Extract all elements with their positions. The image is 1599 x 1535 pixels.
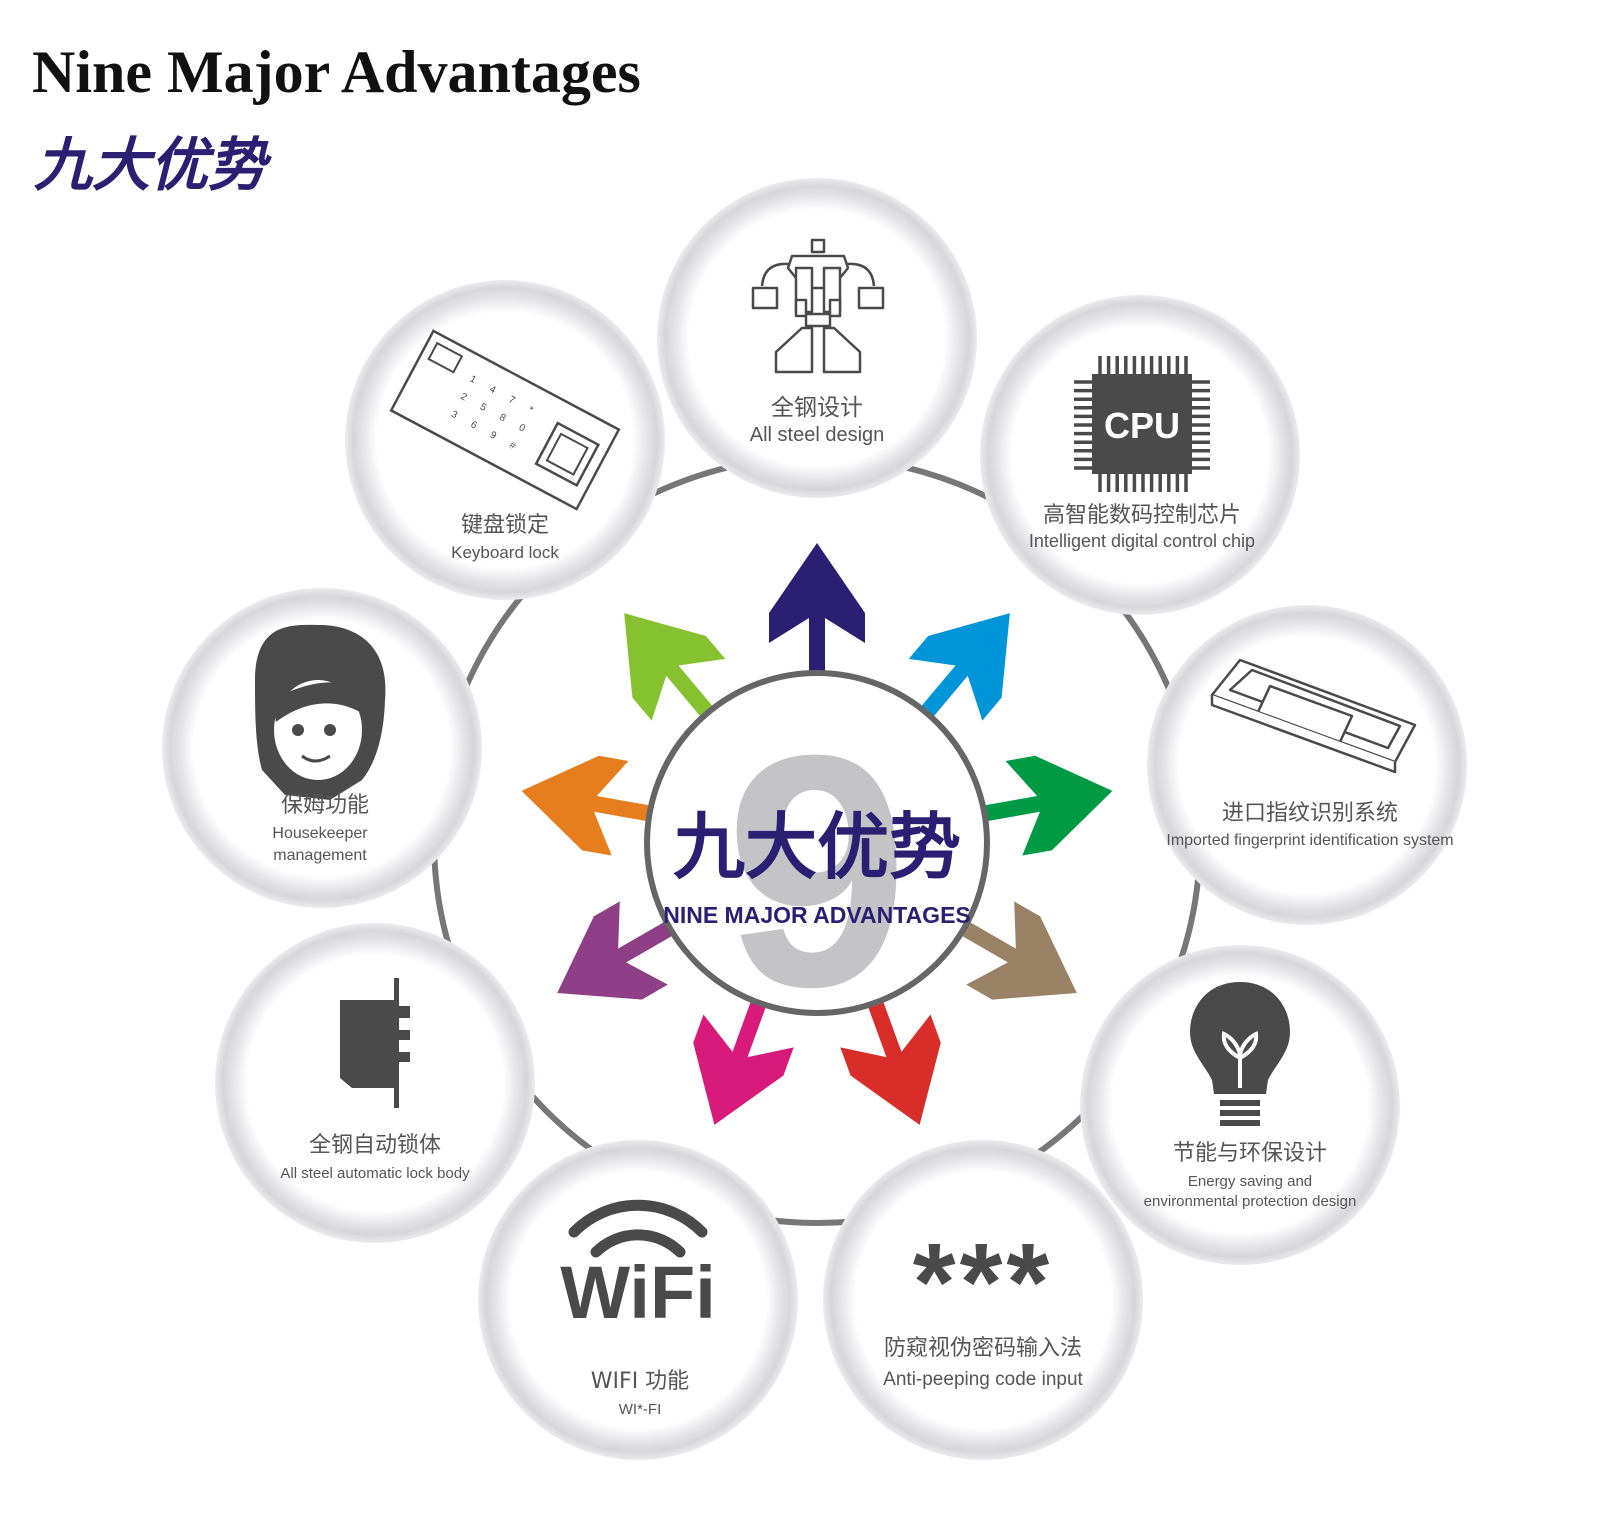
- advantage-en-label-line1: Energy saving and: [1188, 1173, 1312, 1190]
- keypad-key: 7: [507, 394, 517, 407]
- advantage-en-label-line2: management: [273, 847, 367, 864]
- advantage-en-label: All steel design: [750, 424, 885, 446]
- center-hub: 9 九大优势 NINE MAJOR ADVANTAGES: [644, 670, 990, 1055]
- arrow-right: [953, 755, 1113, 856]
- keypad-key: 9: [488, 430, 498, 443]
- advantage-cn-label: 节能与环保设计: [1173, 1141, 1327, 1166]
- arrows-group: [521, 543, 1113, 1125]
- keypad-key: #: [507, 440, 517, 453]
- housekeeper-face-icon: [255, 624, 386, 800]
- lock-body-icon: [340, 978, 410, 1108]
- asterisks-icon: ***: [913, 1221, 1053, 1344]
- arrow-up-left: [624, 613, 734, 741]
- wifi-logo-text: WiFi: [560, 1251, 716, 1334]
- advantage-housekeeper: 保姆功能 Housekeeper management: [162, 588, 482, 908]
- arrow-down-right: [934, 901, 1077, 1000]
- advantage-en-label: Imported fingerprint identification syst…: [1166, 832, 1453, 849]
- keypad-key: 5: [478, 402, 488, 415]
- advantage-en-label: Keyboard lock: [451, 543, 559, 562]
- keypad-key: 2: [459, 391, 469, 404]
- keypad-key: 8: [497, 412, 507, 425]
- cpu-chip-icon: CPU: [1074, 356, 1210, 492]
- robot-icon: [751, 238, 885, 374]
- center-title-chinese: 九大优势: [673, 805, 961, 889]
- advantage-en-label-line1: Housekeeper: [272, 825, 368, 842]
- advantage-all-steel-design: 全钢设计 All steel design: [657, 178, 977, 498]
- wifi-icon: WiFi: [560, 1199, 716, 1334]
- page-subtitle-chinese: 九大优势: [34, 131, 267, 199]
- cpu-label: CPU: [1104, 405, 1180, 446]
- page-title: Nine Major Advantages: [32, 39, 641, 105]
- advantage-cn-label: 进口指纹识别系统: [1222, 801, 1398, 826]
- arrow-left: [521, 755, 681, 856]
- advantage-wifi: WiFi WIFI 功能 WI*-FI: [478, 1140, 798, 1460]
- advantage-fingerprint: 进口指纹识别系统 Imported fingerprint identifica…: [1147, 605, 1467, 925]
- keypad-key: *: [526, 405, 535, 417]
- arrow-down-slight-left: [693, 971, 794, 1125]
- advantage-cn-label: 保姆功能: [281, 793, 369, 818]
- advantage-cn-label: 全钢自动锁体: [309, 1133, 441, 1158]
- keypad-key: 4: [487, 384, 497, 397]
- advantage-anti-peeping: *** 防窥视伪密码输入法 Anti-peeping code input: [823, 1140, 1143, 1460]
- arrow-down-left: [557, 901, 700, 1000]
- keypad-key: 3: [449, 409, 459, 422]
- advantage-en-label: Anti-peeping code input: [883, 1369, 1083, 1390]
- advantage-en-label: All steel automatic lock body: [280, 1165, 470, 1182]
- center-digit: 9: [725, 686, 909, 1055]
- advantage-cn-label: 防窥视伪密码输入法: [884, 1336, 1082, 1361]
- keypad-key: 6: [469, 419, 479, 432]
- advantage-lock-body: 全钢自动锁体 All steel automatic lock body: [215, 923, 535, 1243]
- advantage-control-chip: CPU 高智能数码控制芯片 Intelligent digital contro…: [980, 295, 1300, 615]
- fingerprint-sensor-icon: [1210, 658, 1417, 774]
- advantage-energy-saving: 节能与环保设计 Energy saving and environmental …: [1080, 945, 1400, 1265]
- keypad-key: 0: [517, 422, 527, 435]
- arrow-down-slight-right: [840, 971, 941, 1125]
- advantage-en-label: Intelligent digital control chip: [1029, 531, 1255, 551]
- advantage-cn-label: WIFI 功能: [591, 1369, 689, 1394]
- advantage-en-label: WI*-FI: [619, 1401, 662, 1418]
- center-title-english: NINE MAJOR ADVANTAGES: [663, 902, 971, 928]
- advantage-en-label-line2: environmental protection design: [1144, 1193, 1357, 1210]
- light-bulb-icon: [1190, 982, 1290, 1126]
- keypad-key: 1: [468, 374, 478, 387]
- arrow-up: [769, 543, 865, 703]
- arrow-up-right: [900, 613, 1010, 741]
- advantage-cn-label: 高智能数码控制芯片: [1043, 503, 1241, 528]
- advantage-cn-label: 键盘锁定: [461, 513, 549, 538]
- advantage-cn-label: 全钢设计: [771, 395, 863, 421]
